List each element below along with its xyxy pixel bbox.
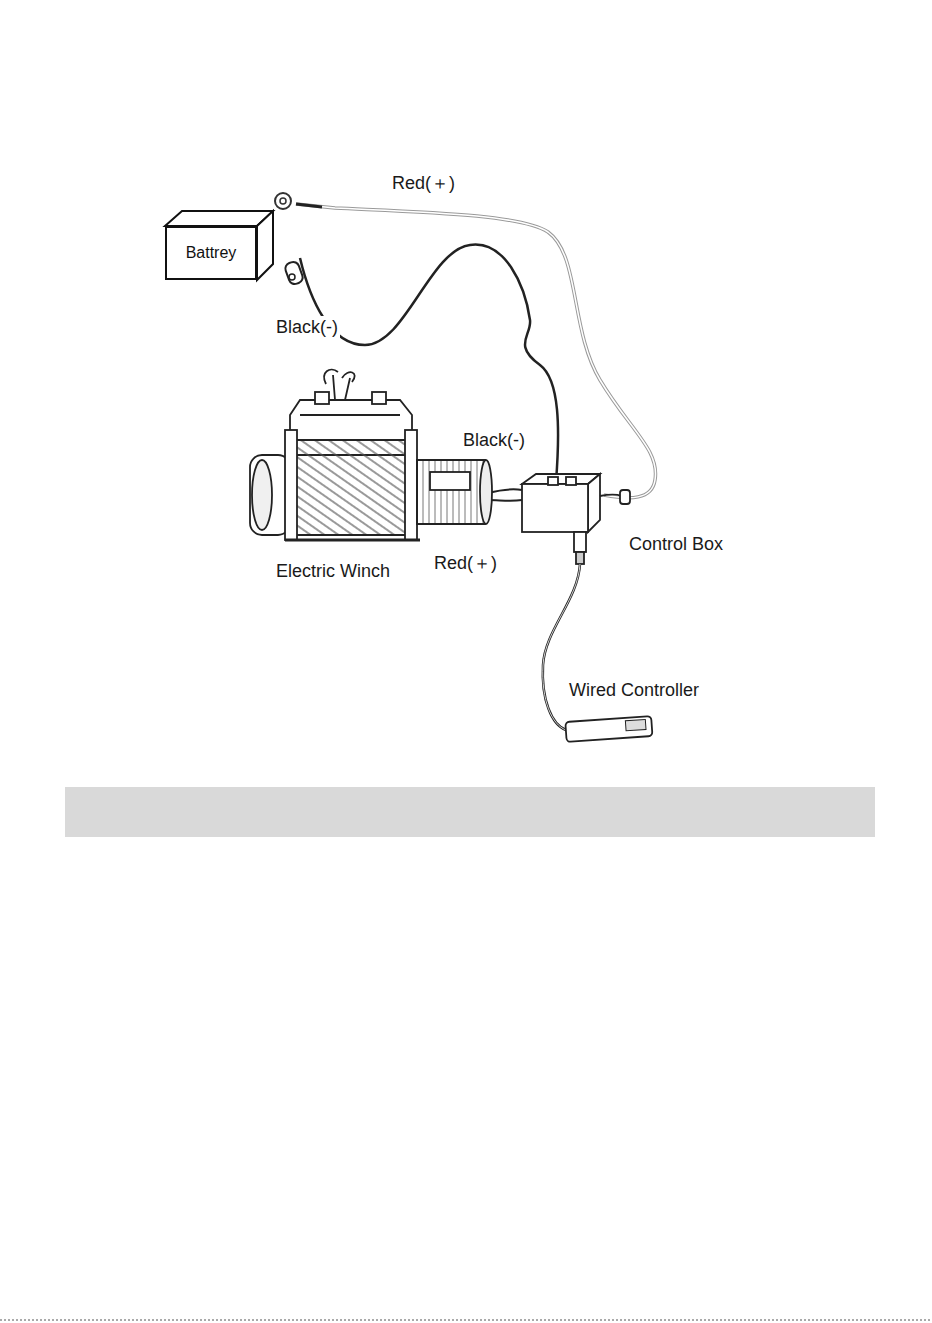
part-name: Wired Controller (567, 679, 701, 701)
battery-box (165, 211, 273, 280)
battery-box: Battrey (165, 226, 257, 280)
wire-label: Black(-) (274, 316, 340, 338)
winch-leads (488, 489, 522, 501)
wire-label: Red(＋) (390, 172, 457, 194)
part-name: Control Box (627, 533, 725, 555)
electric-winch (250, 370, 492, 540)
page-rule (0, 1320, 932, 1321)
wire-label: Black(-) (461, 429, 527, 451)
wire-label: Red(＋) (432, 552, 499, 574)
wired-controller (543, 564, 653, 742)
node-text: Battrey (186, 244, 237, 262)
control-box (522, 474, 630, 564)
part-name: Electric Winch (274, 560, 392, 582)
section-band (65, 787, 875, 837)
